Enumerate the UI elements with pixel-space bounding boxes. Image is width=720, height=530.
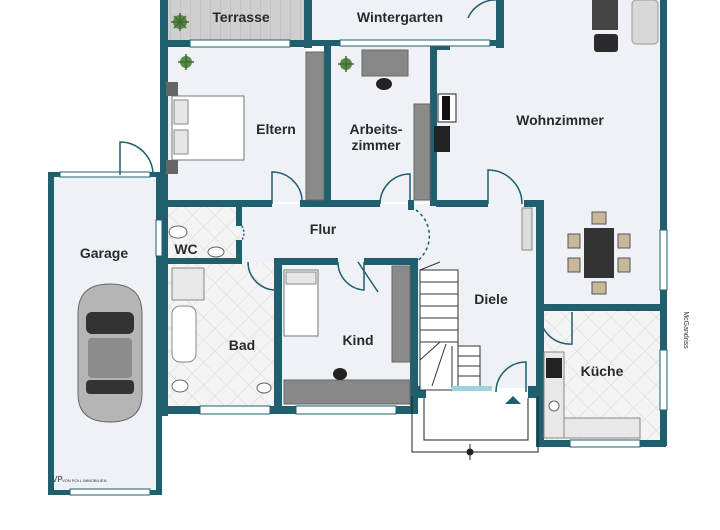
- label-diele: Diele: [474, 291, 508, 307]
- child-closet-door: [357, 261, 379, 293]
- label-terrasse: Terrasse: [212, 9, 270, 25]
- kitchen-counter-bottom: [563, 417, 641, 439]
- bath-sink: [256, 382, 272, 394]
- hob: [546, 358, 562, 378]
- label-bad: Bad: [229, 337, 255, 353]
- terrace-floor: [165, 0, 310, 42]
- doors: [119, 0, 573, 393]
- child-chair: [333, 368, 347, 380]
- label-kueche: Küche: [581, 363, 624, 379]
- kitchen-sink: [548, 400, 560, 412]
- furniture: [77, 0, 659, 439]
- wardrobe-study: [413, 103, 431, 201]
- label-flur: Flur: [310, 221, 337, 237]
- svg-text:VP: VP: [52, 475, 63, 484]
- label-wc: WC: [174, 241, 197, 257]
- label-eltern: Eltern: [256, 121, 296, 137]
- lounge-chair: [594, 34, 618, 52]
- parents-door-swing: [271, 171, 303, 205]
- study-door-swing: [379, 173, 411, 205]
- study-chair: [376, 78, 392, 90]
- child-desk: [283, 379, 411, 405]
- living-door-swing: [487, 169, 523, 205]
- living-sideboard: [521, 207, 533, 251]
- lounge-sofa: [631, 0, 659, 45]
- study-desk: [361, 49, 409, 77]
- lounge-table: [592, 0, 618, 30]
- wc-door-swing: [241, 225, 245, 241]
- study-plant-icon: [338, 56, 354, 72]
- bathtub: [171, 305, 197, 363]
- child-pillow: [285, 271, 317, 285]
- staircase: [419, 261, 492, 391]
- wc-toilet: [168, 225, 188, 239]
- svg-text:VON POLL IMMOBILIEN: VON POLL IMMOBILIEN: [62, 478, 107, 483]
- terrace-plant-icon: [171, 13, 189, 31]
- walls: [48, 0, 667, 495]
- label-arbeitszimmer-2: zimmer: [351, 137, 401, 153]
- shower: [171, 267, 205, 301]
- room-labels: Terrasse Wintergarten Eltern Arbeits- zi…: [80, 9, 689, 379]
- windows: [59, 39, 668, 496]
- label-wohnzimmer: Wohnzimmer: [516, 112, 604, 128]
- wintergarden-door-swing: [467, 0, 498, 19]
- car-icon: [77, 283, 143, 423]
- bath-door-swing: [247, 261, 277, 291]
- double-bed: [166, 82, 245, 174]
- entry-arrow-icon: [505, 396, 521, 404]
- logo-mark: VP VON POLL IMMOBILIEN: [52, 475, 107, 484]
- entry-landing: [410, 395, 538, 455]
- hall-floor: [240, 204, 440, 262]
- child-door-swing: [337, 261, 365, 291]
- hall-door-swing: [415, 209, 431, 263]
- label-side-note: McGandriss: [682, 311, 689, 349]
- label-wintergarten: Wintergarten: [357, 9, 443, 25]
- front-door-swing: [495, 361, 527, 393]
- dining-set: [567, 211, 631, 295]
- bedroom-plant-icon: [178, 54, 194, 70]
- label-garage: Garage: [80, 245, 128, 261]
- label-kind: Kind: [342, 332, 373, 348]
- wardrobe-parents: [305, 51, 325, 201]
- kitchen-door-swing: [539, 311, 573, 345]
- label-arbeitszimmer-1: Arbeits-: [350, 121, 403, 137]
- wc-sink: [207, 246, 225, 258]
- entrance-steps: [411, 396, 539, 460]
- tv-screen: [442, 96, 450, 120]
- bath-toilet: [171, 379, 189, 393]
- stove: [434, 126, 450, 152]
- wardrobe-child: [391, 265, 411, 363]
- garage-door-swing: [119, 141, 154, 176]
